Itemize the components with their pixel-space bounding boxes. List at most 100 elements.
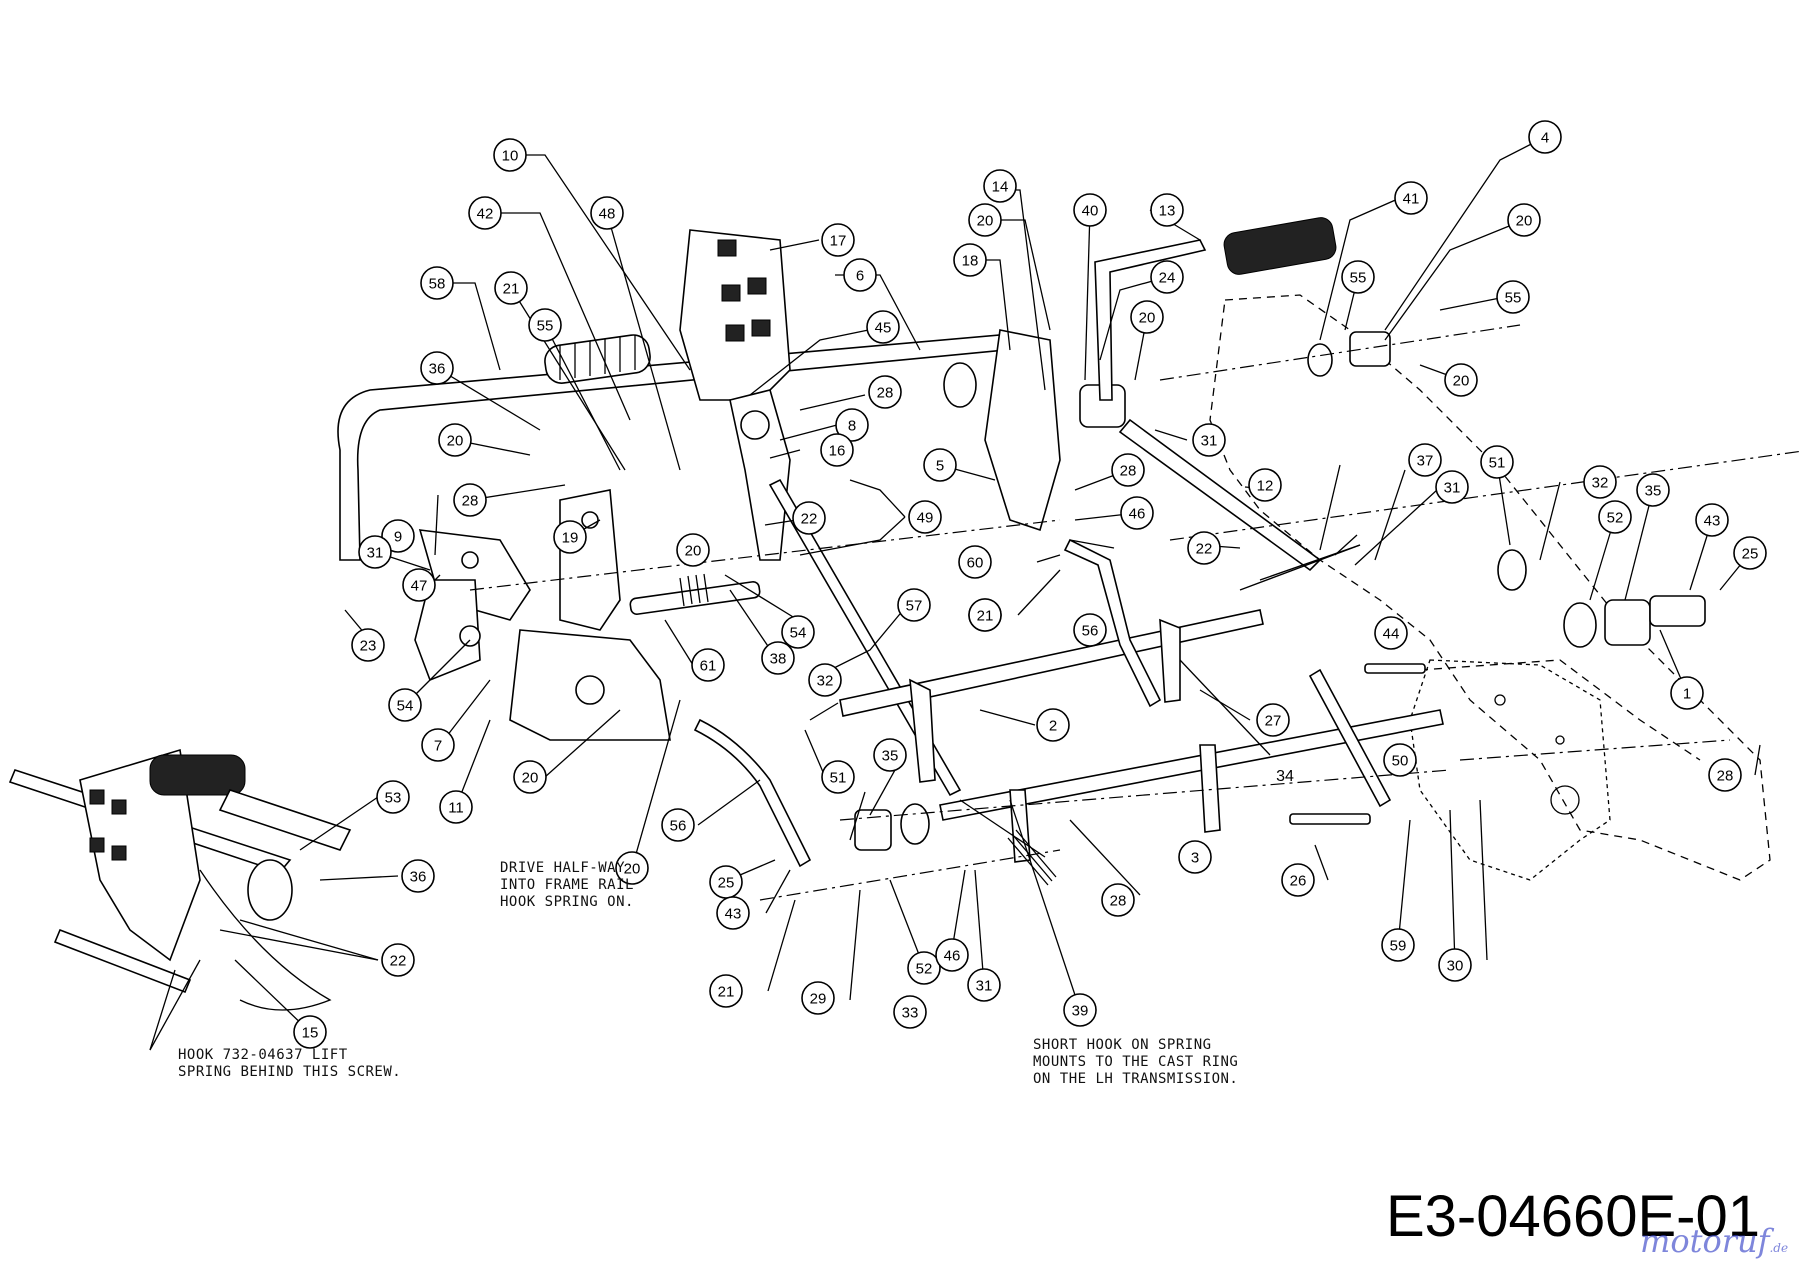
callout-circle [420,266,454,300]
callout-label: 9 [394,529,402,546]
leader-lines [149,136,1761,1051]
callout-label: 37 [1417,453,1434,470]
callout-46: 46 [1120,496,1154,530]
callout-28: 28 [1101,883,1135,917]
callout-43: 43 [716,896,750,930]
callout-42: 42 [468,196,502,230]
callout-23: 23 [351,628,385,662]
callout-28: 28 [868,375,902,409]
callout-circle [935,938,969,972]
callout-7: 7 [421,728,455,762]
callout-47: 47 [402,568,436,602]
callout-label: 56 [1082,623,1099,640]
callout-9: 9 [381,519,415,553]
callout-44: 44 [1374,616,1408,650]
callout-circle [1150,260,1184,294]
callout-label: 31 [367,545,384,562]
callout-circle [908,500,942,534]
callout-circle [1598,500,1632,534]
callout-circle [953,243,987,277]
callout-label: 11 [448,800,464,817]
callout-48: 48 [590,196,624,230]
pedal-pad-41 [1223,217,1337,275]
callout-label: 14 [992,179,1009,196]
callout-43: 43 [1695,503,1729,537]
callout-15: 15 [293,1015,327,1049]
callout-32: 32 [808,663,842,697]
callout-label: 20 [1516,213,1533,230]
rod-56-upper [1063,538,1162,708]
callout-label: 30 [1447,958,1464,975]
callout-circle [1528,120,1562,154]
rod-56-lower [693,718,812,868]
callout-label: 35 [1645,483,1662,500]
callout-17: 17 [821,223,855,257]
callout-label: 28 [1120,463,1137,480]
callout-31: 31 [967,968,1001,1002]
callout-circle [402,568,436,602]
callout-36: 36 [420,351,454,385]
callout-circle [868,375,902,409]
callout-label: 59 [1390,938,1407,955]
callout-22: 22 [381,943,415,977]
callout-label: 10 [502,148,519,165]
callout-31: 31 [1435,470,1469,504]
callout-label: 55 [1505,290,1522,307]
callout-13: 13 [1150,193,1184,227]
callout-10: 10 [493,138,527,172]
callout-label: 19 [562,530,579,547]
callout-25: 25 [1733,536,1767,570]
callout-label: 2 [1049,718,1057,735]
callout-label: 20 [1453,373,1470,390]
callout-circle [958,545,992,579]
bushings-left [854,803,930,851]
callout-label: 38 [770,651,787,668]
callout-label: 41 [1403,191,1420,208]
callout-label: 7 [434,738,442,755]
callout-45: 45 [866,310,900,344]
callout-label: 43 [725,906,742,923]
callout-54: 54 [388,688,422,722]
callout-label: 32 [817,673,834,690]
callout-label: 1 [1683,686,1691,703]
callout-35: 35 [1636,473,1670,507]
callout-label: 20 [685,543,702,560]
callout-46: 46 [935,938,969,972]
callout-circle [716,896,750,930]
callout-label: 57 [906,598,923,615]
rod-12 [1118,418,1322,572]
callout-58: 58 [420,266,454,300]
callout-circle [801,981,835,1015]
callout-circle [1120,496,1154,530]
callout-circle [835,408,869,442]
callout-circle [923,448,957,482]
callout-circle [1636,473,1670,507]
callout-36: 36 [401,859,435,893]
callout-6: 6 [843,258,877,292]
callout-label: 28 [1717,768,1734,785]
callout-5: 5 [923,448,957,482]
callout-circle [843,258,877,292]
callout-circle [661,808,695,842]
callout-label: 20 [977,213,994,230]
callout-21: 21 [968,598,1002,632]
callout-label: 25 [1742,546,1759,563]
callout-circle [820,433,854,467]
callout-60: 60 [958,545,992,579]
callout-53: 53 [376,780,410,814]
callout-label: 51 [830,770,847,787]
callout-circle [1480,445,1514,479]
callout-20: 20 [676,533,710,567]
callout-circle [709,974,743,1008]
callout-label: 28 [877,385,894,402]
callout-circle [781,615,815,649]
watermark-logo: motoruf.de [1640,1222,1789,1260]
plate-9 [559,489,621,631]
callout-label: 36 [429,361,446,378]
callout-31: 31 [358,535,392,569]
callout-label: 15 [302,1025,319,1042]
callout-circle [1583,465,1617,499]
callout-21: 21 [494,271,528,305]
callout-label: 54 [790,625,807,642]
callout-circle [821,760,855,794]
